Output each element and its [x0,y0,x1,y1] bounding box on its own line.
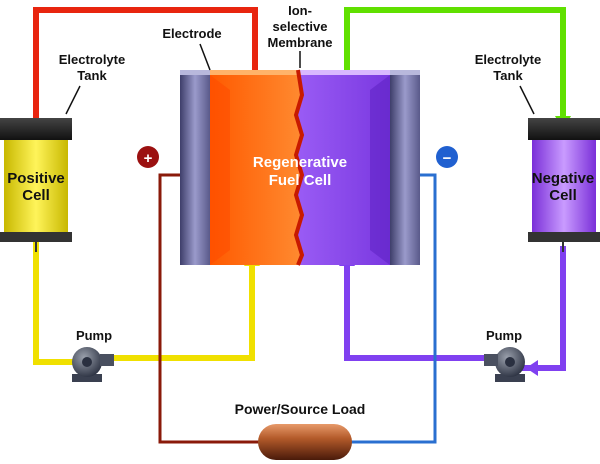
green-pipe [344,7,566,122]
label-fuel-cell-2: Fuel Cell [269,172,332,189]
minus-sign: − [443,150,452,167]
right-end-plate [390,75,420,265]
label-right-tank-2: Tank [493,68,523,83]
label-membrane-2: selective [273,19,328,34]
regenerative-fuel-cell [180,69,420,266]
red-pipe [33,7,258,128]
label-negative-cell-1: Negative [532,170,595,187]
yellow-pipe-2 [100,262,255,361]
label-positive-cell-1: Positive [7,170,65,187]
label-load: Power/Source Load [235,401,366,417]
label-electrode: Electrode [162,26,221,41]
positive-wire [158,173,260,444]
violet-electrode [296,75,390,265]
right-electrolyte-tank [528,118,600,252]
label-left-tank-2: Tank [77,68,107,83]
purple-pipe [344,262,500,361]
right-pump-icon [484,347,525,382]
label-membrane-3: Membrane [267,35,332,50]
plus-icon [137,146,159,168]
label-positive-cell-2: Cell [22,187,50,204]
label-membrane-1: Ion- [288,3,312,18]
left-pump-icon [72,347,114,382]
label-pump-left: Pump [76,328,112,343]
orange-electrode [210,75,302,265]
ion-selective-membrane [293,69,305,266]
label-pump-right: Pump [486,328,522,343]
label-left-tank-1: Electrolyte [59,52,125,67]
power-source-load [258,424,352,460]
label-right-tank-1: Electrolyte [475,52,541,67]
label-negative-cell-2: Cell [549,187,577,204]
plus-sign: + [144,150,153,167]
purple-pipe-2 [520,246,566,371]
left-electrolyte-tank [0,118,72,252]
yellow-pipe [33,240,90,365]
minus-icon [436,146,458,168]
negative-wire [350,173,437,444]
purple-pipe-arrow-2 [526,360,538,376]
label-fuel-cell-1: Regenerative [253,154,347,171]
left-end-plate [180,75,210,265]
